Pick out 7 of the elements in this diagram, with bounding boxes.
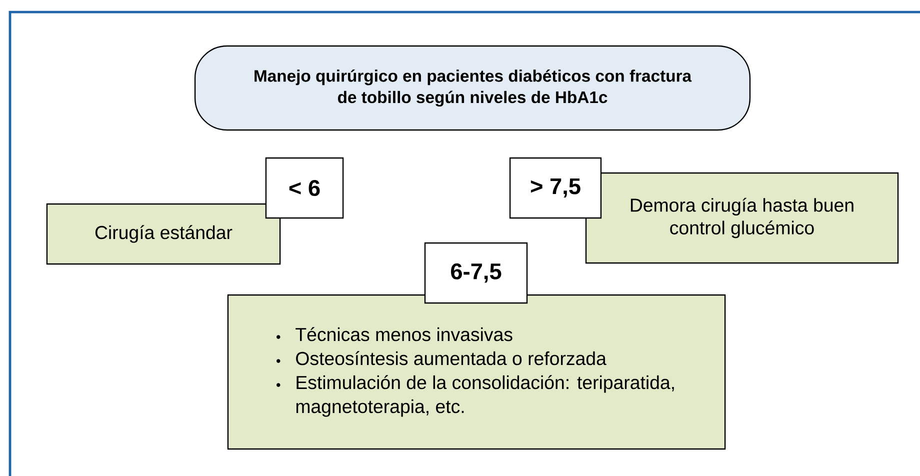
title-pill: Manejo quirúrgico en pacientes diabéticos con fractura de tobillo según niveles de HbA1c — [194, 45, 751, 131]
result-box: Cirugía estándar — [46, 203, 281, 265]
result-box: Técnicas menos invasivas Osteosíntesis aumentada o reforzada Estimulación de la consolidación: teriparatida, magnetoterapia, etc. — [227, 294, 726, 450]
threshold-box: 6-7,5 — [424, 242, 528, 304]
threshold-box: < 6 — [265, 157, 344, 219]
result-box: Demora cirugía hasta buen control glucémico — [585, 172, 899, 264]
threshold-box: > 7,5 — [509, 157, 602, 219]
